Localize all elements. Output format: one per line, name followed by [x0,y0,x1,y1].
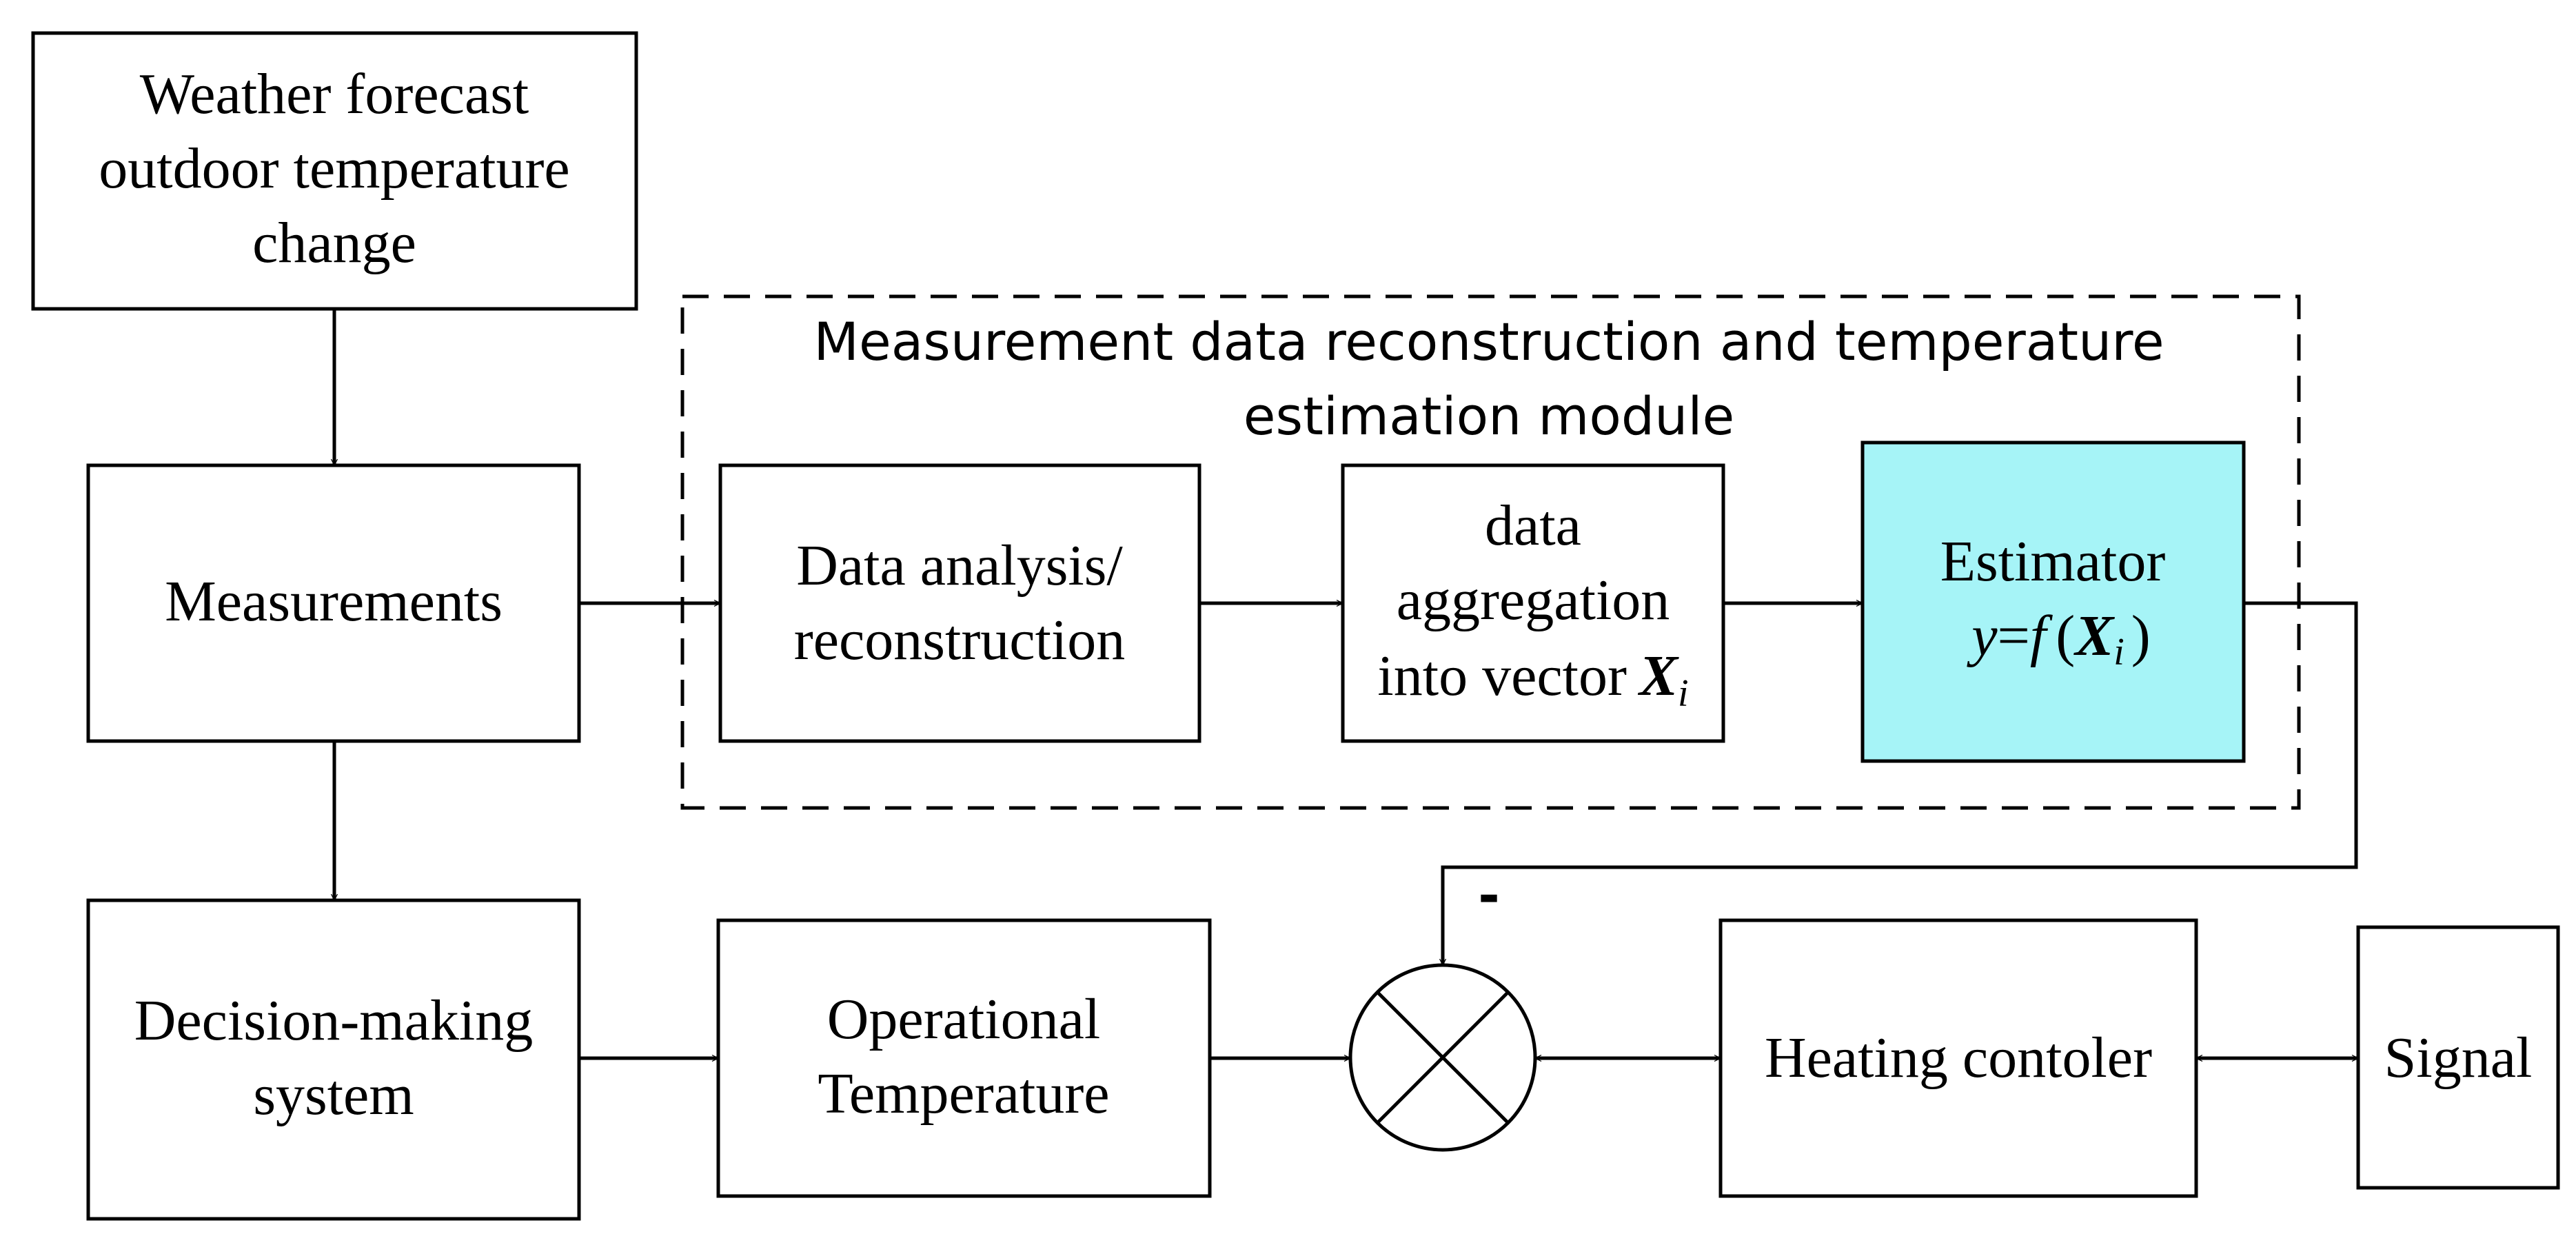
operational-line1: Operational [827,987,1101,1051]
eq-equals: = [1998,604,2030,668]
module-title-line2: estimation module [1244,385,1734,447]
weather-line3: change [252,211,416,275]
weather-line1: Weather forecast [140,62,529,126]
heating-controller-block: Heating contoler [1718,918,2198,1198]
signal-block: Signal [2356,925,2560,1190]
weather-forecast-block: Weather forecast outdoor temperature cha… [31,31,638,311]
aggregation-line1: data [1485,494,1581,558]
operational-temperature-block: Operational Temperature [716,918,1212,1198]
estimator-box [1860,441,2246,763]
measurements-block: Measurements [86,463,581,743]
summing-junction [1348,963,1537,1152]
module-title-line1: Measurement data reconstruction and temp… [813,311,2164,372]
weather-line2: outdoor temperature [99,136,569,201]
eq-sub: i [2113,631,2124,674]
data-analysis-block: Data analysis/ reconstruction [718,463,1201,743]
aggregation-vector-var: X [1637,644,1679,708]
analysis-line1: Data analysis/ [796,534,1123,598]
aggregation-line3-text: into vector [1377,644,1627,708]
eq-y: y [1966,604,1998,668]
eq-X: X [2073,604,2115,668]
estimator-title: Estimator [1940,529,2166,594]
decision-line1: Decision-making [134,989,534,1053]
estimator-block: Estimator y=f(Xi) [1860,441,2246,763]
heating-label: Heating contoler [1765,1026,2152,1090]
operational-line2: Temperature [818,1062,1109,1126]
aggregation-vector-sub: i [1678,672,1689,715]
estimation-module-frame [680,294,2301,810]
decision-line2: system [253,1063,414,1127]
decision-making-block: Decision-making system [86,898,581,1221]
minus-sign: - [1478,864,1500,926]
eq-close: ) [2131,604,2151,668]
aggregation-line2: aggregation [1397,568,1670,632]
analysis-line2: reconstruction [794,608,1126,672]
feedback-estimator-to-junction [1443,601,2358,965]
eq-open: ( [2056,604,2075,668]
measurements-label: Measurements [165,569,503,634]
signal-label: Signal [2384,1026,2533,1090]
